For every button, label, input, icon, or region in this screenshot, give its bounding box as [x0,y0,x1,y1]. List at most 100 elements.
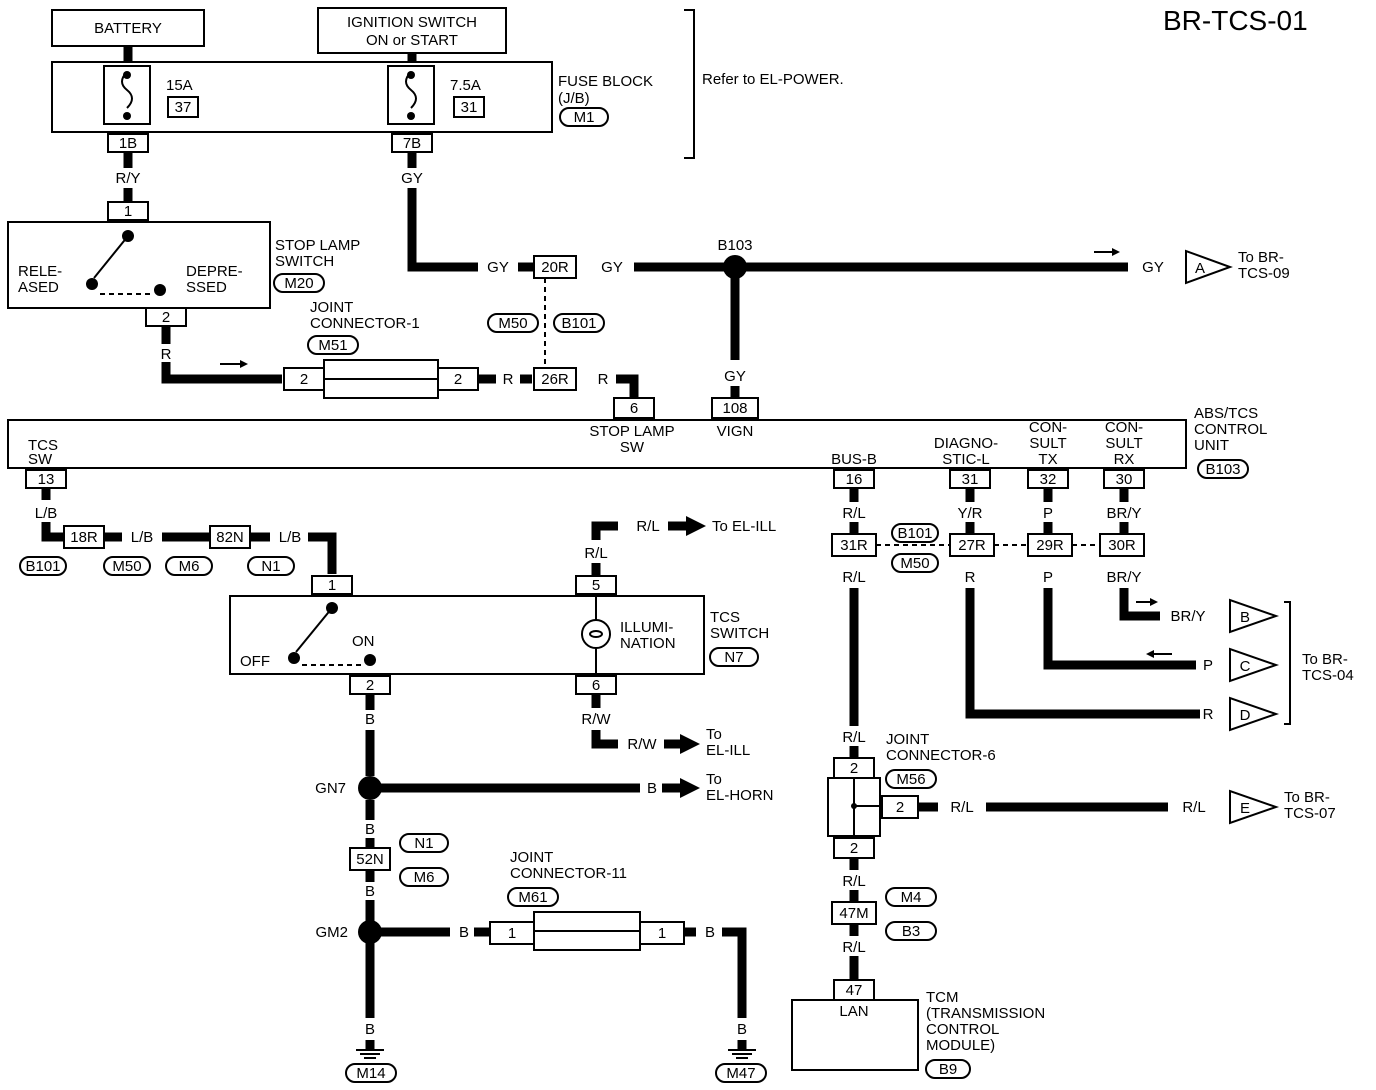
fuse-block-connector: M1 [574,109,595,126]
wire-r-2: R [503,371,514,388]
connector-ref-c [1229,647,1280,683]
wire-gy-5: GY [1142,259,1164,276]
wire-b-3: B [365,883,375,900]
jc1-pin-left: 2 [300,371,308,388]
tcm-pin-47: 47 [846,982,863,999]
fuse-block-sublabel: (J/B) [558,90,590,107]
wire-lb-3: L/B [279,529,302,546]
connector-n1-b: N1 [414,835,433,852]
ref-bcd-target-1: To BR- [1302,651,1348,668]
abs-pin-31: 31 [962,471,979,488]
ref-b-letter: B [1240,609,1250,626]
connector-7b: 7B [403,135,421,152]
tcs-switch-connector: N7 [724,649,743,666]
wire-rl-6: R/L [842,873,865,890]
abs-pin-6: 6 [630,400,638,417]
abs-pin-30: 30 [1116,471,1133,488]
to-el-horn-1: To [706,771,722,788]
connector-b101-c: B101 [897,525,932,542]
splice-b103-label: B103 [717,237,752,254]
wire-lb-2: L/B [131,529,154,546]
tcm-label-2: (TRANSMISSION [926,1005,1045,1022]
tcs-switch-pin-6: 6 [592,677,600,694]
wire-rw-1: R/W [581,711,611,728]
ref-c-letter: C [1240,658,1251,675]
wire-b-5: B [365,1021,375,1038]
wire-r-d: R [1203,706,1214,723]
wire-rl-ill-2: R/L [636,518,659,535]
jc6-pin-bottom: 2 [850,840,858,857]
connector-31r: 31R [840,537,868,554]
ignition-switch-box [317,7,507,54]
released-label-1: RELE- [18,263,62,280]
tcm-connector: B9 [939,1061,957,1078]
refer-bracket [684,9,695,159]
fuse-rating-7-5a: 7.5A [450,77,481,94]
abs-bus-b-label: BUS-B [831,451,877,468]
abs-consult-rx-2: SULT [1105,435,1142,452]
tcm-label-4: MODULE) [926,1037,995,1054]
abs-unit-connector: B103 [1205,461,1240,478]
connector-m50-b: M50 [112,558,141,575]
arrow-to-el-ill-2 [680,734,700,754]
wire-rl-5: R/L [950,799,973,816]
joint-connector-11-label-1: JOINT [510,849,553,866]
wire-p-2: P [1043,569,1053,586]
abs-unit-label-1: ABS/TCS [1194,405,1258,422]
connector-m50-c: M50 [900,555,929,572]
wire-p-c: P [1203,657,1213,674]
wire-gy-3: GY [601,259,623,276]
connector-n1-a: N1 [261,558,280,575]
stop-lamp-switch-label-2: SWITCH [275,253,334,270]
ref-d-letter: D [1240,707,1251,724]
connector-b101-a: B101 [561,315,596,332]
tcs-switch-pin-2: 2 [366,677,374,694]
wire-rl-3: R/L [842,569,865,586]
illumination-label-2: NATION [620,635,676,652]
ref-bcd-target-2: TCS-04 [1302,667,1354,684]
tcm-box [791,999,919,1071]
abs-pin-108: 108 [722,400,747,417]
connector-82n: 82N [216,529,244,546]
connector-18r: 18R [70,529,98,546]
connector-26r: 26R [541,371,569,388]
abs-pin-13: 13 [38,471,55,488]
abs-stop-lamp-label-1: STOP LAMP [589,423,674,440]
abs-stop-lamp-label-2: SW [620,439,645,456]
abs-unit-label-2: CONTROL [1194,421,1267,438]
connector-m6-b: M6 [414,869,435,886]
wire-ry: R/Y [115,170,140,187]
wire-gy-1: GY [401,170,423,187]
wire-rl-ill: R/L [584,545,607,562]
connector-ref-d [1229,696,1280,732]
abs-consult-rx-3: RX [1114,451,1135,468]
tcs-switch-label-2: SWITCH [710,625,769,642]
wire-b-7: B [737,1021,747,1038]
joint-connector-1-label-1: JOINT [310,299,353,316]
tcs-switch-label-1: TCS [710,609,740,626]
illumination-label-1: ILLUMI- [620,619,673,636]
connector-29r: 29R [1036,537,1064,554]
abs-diag-label-1: DIAGNO- [934,435,998,452]
ref-a-letter: A [1195,260,1205,277]
joint-connector-6-connector: M56 [896,771,925,788]
jc11-pin-right: 1 [658,925,666,942]
connector-ref-a [1185,249,1233,285]
fuse-block-label: FUSE BLOCK [558,73,653,90]
wire-bry-2: BR/Y [1106,569,1141,586]
jc1-pin-right: 2 [454,371,462,388]
stop-lamp-pin-2: 2 [162,309,170,326]
abs-vign-label: VIGN [717,423,754,440]
connector-30r: 30R [1108,537,1136,554]
splice-gm2-label: GM2 [315,924,348,941]
wire-bry-b: BR/Y [1170,608,1205,625]
ignition-label-1: IGNITION SWITCH [347,14,477,31]
fuse-rating-15a: 15A [166,77,193,94]
ref-e-target-2: TCS-07 [1284,805,1336,822]
tcs-switch-pin-5: 5 [592,577,600,594]
released-label-2: ASED [18,279,59,296]
wire-rl-e: R/L [1182,799,1205,816]
ground-m47: M47 [726,1065,755,1082]
ref-a-target-1: To BR- [1238,249,1284,266]
arrow-to-el-horn [680,778,700,798]
